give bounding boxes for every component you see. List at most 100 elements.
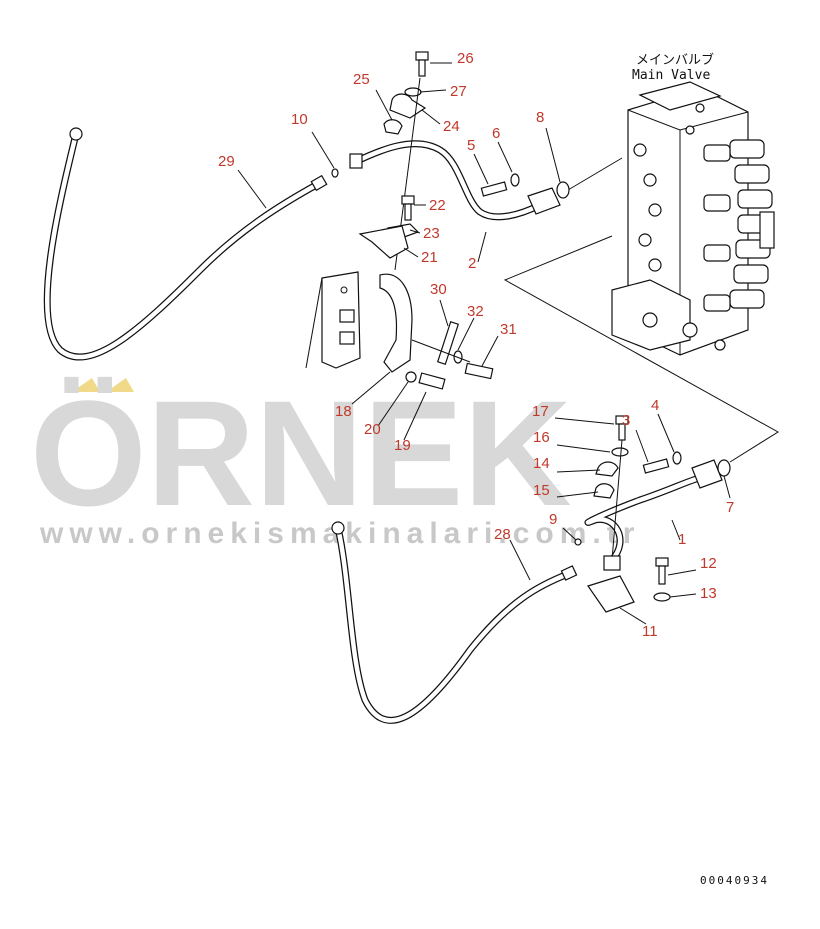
assembly-axis-lower	[611, 439, 623, 561]
bolt-19	[418, 372, 446, 390]
tube-1-fitting	[603, 555, 621, 571]
leader-6	[497, 141, 513, 173]
leader-9	[562, 527, 577, 541]
port-fitting	[714, 339, 726, 351]
label-19: 19	[394, 437, 411, 454]
washer-6	[510, 173, 520, 187]
o-ring-10	[331, 168, 339, 178]
bolt-22-head	[401, 195, 415, 205]
label-30: 30	[430, 281, 447, 298]
leader-3	[635, 429, 649, 463]
label-1: 1	[678, 531, 686, 548]
port-fitting	[682, 322, 698, 338]
label-29: 29	[218, 153, 235, 170]
leader-27	[419, 89, 447, 93]
label-27: 27	[450, 83, 467, 100]
spool-plug	[703, 294, 731, 312]
port-fitting	[685, 125, 695, 135]
label-10: 10	[291, 111, 308, 128]
main-valve-top-cap	[638, 81, 722, 111]
flange-block-lower	[691, 459, 723, 489]
leader-28	[509, 539, 531, 581]
label-32: 32	[467, 303, 484, 320]
clamp-25	[383, 119, 403, 135]
leader-12	[667, 569, 697, 576]
label-11: 11	[642, 623, 658, 640]
label-7: 7	[726, 499, 734, 516]
washer-16	[611, 447, 629, 457]
spool-caps-column	[703, 139, 775, 312]
port-fitting	[643, 173, 657, 187]
drawing-code: 00040934	[700, 874, 769, 887]
label-9: 9	[549, 511, 557, 528]
spool-cap	[729, 139, 765, 159]
clamp-30	[436, 321, 460, 365]
tube-2-fitting	[349, 153, 363, 169]
label-16: 16	[533, 429, 550, 446]
bolt-26-shank	[418, 59, 426, 77]
bracket-18-assembly	[305, 271, 494, 390]
upper-tube-assembly	[331, 51, 570, 271]
bolt-3	[642, 458, 670, 474]
leader-17	[554, 417, 615, 425]
label-17: 17	[532, 403, 549, 420]
label-5: 5	[467, 137, 475, 154]
main-valve-assembly	[611, 81, 775, 356]
leader-24	[421, 109, 441, 125]
bolt-26-head	[415, 51, 429, 61]
leader-14	[556, 469, 601, 473]
washer-4	[672, 451, 682, 465]
spool-cap	[734, 164, 770, 184]
hose-28-body	[334, 524, 572, 724]
label-28: 28	[494, 526, 511, 543]
tube-2-inner	[352, 141, 543, 220]
label-15: 15	[533, 482, 550, 499]
port-fitting	[642, 312, 658, 328]
leader-30	[439, 299, 449, 327]
watermark: ÖRNEK www.ornekismakinalari.com.tr	[30, 369, 634, 550]
leader-lines	[237, 62, 731, 625]
label-25: 25	[353, 71, 370, 88]
plate-hole	[340, 286, 348, 294]
clamp-24	[389, 93, 427, 119]
hose-28-inner	[335, 525, 571, 723]
label-3: 3	[622, 412, 630, 429]
leader-25	[375, 89, 393, 121]
o-ring-9	[574, 538, 582, 546]
bolt-31	[464, 362, 494, 380]
label-4: 4	[651, 397, 659, 414]
washer-20	[405, 371, 417, 383]
hose-29-end-fitting	[69, 127, 83, 141]
label-6: 6	[492, 125, 500, 142]
hose-29-nut	[310, 174, 328, 192]
leader-10	[311, 131, 335, 169]
hose-28-end-fitting	[331, 521, 345, 535]
label-22: 22	[429, 197, 446, 214]
label-13: 13	[700, 585, 717, 602]
leader-21	[403, 247, 419, 258]
label-20: 20	[364, 421, 381, 438]
flange-block	[527, 187, 561, 215]
label-18: 18	[335, 403, 352, 420]
clamp-14	[595, 461, 619, 477]
watermark-accent-right	[106, 378, 134, 392]
main-valve-title-jp: メインバルブ	[636, 52, 714, 68]
leader-upper-valve	[567, 157, 623, 191]
leader-31	[481, 335, 499, 367]
leader-19	[403, 391, 427, 441]
port-fittings-left	[633, 103, 726, 351]
spool-plug	[703, 144, 731, 162]
washer-13	[653, 592, 671, 602]
leader-32	[457, 317, 475, 351]
bracket-11	[587, 575, 635, 613]
plate-block	[339, 331, 355, 345]
leader-29	[237, 169, 267, 209]
bracket-21	[358, 225, 409, 259]
watermark-brand: ÖRNEK	[30, 369, 572, 537]
port-fitting	[648, 203, 662, 217]
leader-2	[477, 231, 487, 263]
hose-29-body	[43, 130, 322, 361]
leader-18	[351, 371, 391, 405]
hose-29-inner	[44, 131, 321, 360]
